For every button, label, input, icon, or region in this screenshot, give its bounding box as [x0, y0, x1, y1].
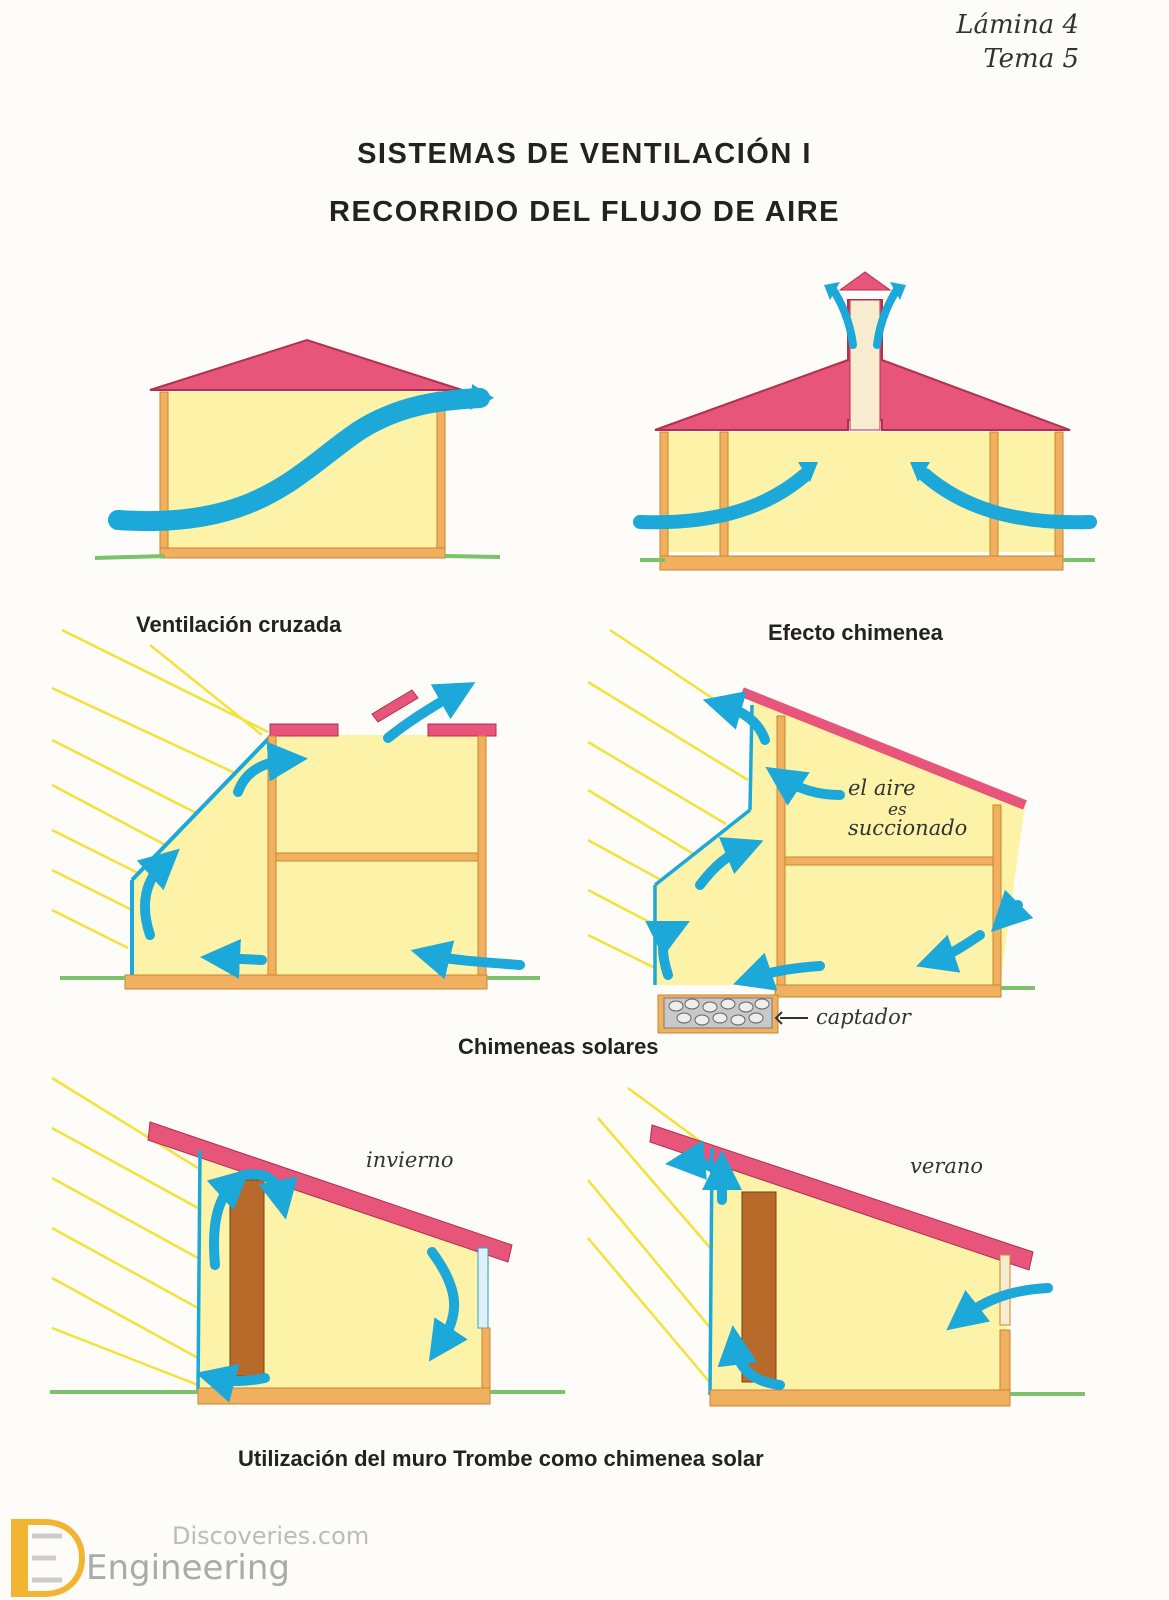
watermark-line1: Discoveries.com: [172, 1522, 370, 1550]
right-wall: [481, 1327, 491, 1391]
floor: [709, 1389, 1011, 1407]
chimney-shaft: [849, 299, 881, 431]
exhaust-arrow-head: [890, 282, 906, 300]
page-title: SISTEMAS DE VENTILACIÓN I: [357, 138, 812, 170]
caption-cross-ventilation: Ventilación cruzada: [136, 612, 342, 637]
topic-number: Tema 5: [983, 44, 1079, 74]
sloped-roof: [147, 1121, 513, 1263]
sun-rays: [587, 628, 749, 970]
caption-trombe-wall: Utilización del muro Trombe como chimene…: [238, 1446, 764, 1471]
roof-left: [269, 723, 339, 737]
airflow-left-head: [798, 462, 818, 482]
floor: [124, 974, 488, 990]
airflow-arrows: [195, 1168, 468, 1403]
left-wall: [659, 431, 669, 557]
trombe-glazing: [708, 1147, 714, 1396]
airflow-left: [633, 468, 812, 530]
sheet-number: Lámina 4: [956, 10, 1079, 40]
airflow-arrows: [645, 691, 1034, 991]
airflow-right-head: [910, 462, 930, 482]
exhaust-arrow-head: [824, 282, 840, 300]
watermark-line2: Engineering: [86, 1548, 290, 1588]
roof: [149, 338, 463, 391]
airflow-arrows: [665, 1140, 1053, 1390]
middle-floor: [784, 856, 996, 866]
house-interior: [712, 1150, 1010, 1395]
right-wall: [992, 804, 1002, 986]
annotation-air-line1: el aire: [848, 776, 916, 800]
right-wall: [1054, 431, 1064, 557]
sun-rays: [51, 1076, 199, 1387]
floor: [159, 547, 446, 559]
cross-ventilation-drawing: [94, 338, 501, 560]
page-subtitle: RECORRIDO DEL FLUJO DE AIRE: [329, 196, 840, 228]
interior-wall: [267, 735, 277, 981]
sheet-label: Lámina 4 Tema 5: [956, 8, 1079, 76]
annotation-air-line3: succionado: [848, 816, 968, 840]
floor: [197, 1387, 491, 1405]
trombe-summer-drawing: [587, 1086, 1085, 1407]
inner-column: [989, 431, 999, 557]
glazed-facade: [653, 808, 752, 887]
middle-floor: [275, 852, 479, 862]
window: [477, 1247, 489, 1329]
chimney-cap: [838, 271, 892, 291]
airflow-arrows: [136, 682, 525, 980]
ground-grass: [94, 554, 501, 560]
annotation-summer: verano: [910, 1154, 984, 1178]
caption-solar-chimneys: Chimeneas solares: [458, 1034, 659, 1059]
sun-rays: [587, 1086, 713, 1386]
airflow-arrow-head: [470, 384, 494, 410]
airflow-arrow: [108, 388, 490, 532]
trombe-glazing: [196, 1149, 202, 1393]
right-wall: [477, 735, 487, 981]
airflow-right: [918, 468, 1097, 530]
solar-chimney-collector-drawing: [587, 628, 1035, 1034]
inner-column: [719, 431, 729, 557]
roof-vent-flap: [371, 689, 419, 723]
annotation-air-line2: es: [888, 800, 907, 820]
annotation-winter: invierno: [366, 1148, 454, 1172]
interior-wall: [776, 715, 786, 987]
caption-chimney-effect: Efecto chimenea: [768, 620, 943, 645]
sloped-roof: [740, 687, 1027, 810]
chimney-effect-drawing: [633, 271, 1097, 571]
floor: [774, 984, 1002, 998]
sun-rays: [51, 628, 269, 950]
right-wall: [436, 391, 446, 555]
sloped-roof: [649, 1124, 1034, 1271]
roof-right: [427, 723, 497, 737]
chimney-exhaust-right: [873, 284, 902, 349]
watermark-logo-icon: [11, 1519, 86, 1597]
stone-pattern: [668, 998, 770, 1026]
trombe-winter-drawing: [50, 1076, 565, 1405]
annotation-collector: captador: [816, 1005, 911, 1029]
chimney-exhaust-left: [828, 284, 857, 349]
trombe-wall: [741, 1191, 777, 1383]
collector-pointer-head: [774, 1011, 783, 1025]
right-wall: [999, 1329, 1011, 1393]
trombe-wall: [229, 1179, 265, 1377]
solar-chimney-open-drawing: [51, 628, 540, 990]
floor: [659, 555, 1064, 571]
